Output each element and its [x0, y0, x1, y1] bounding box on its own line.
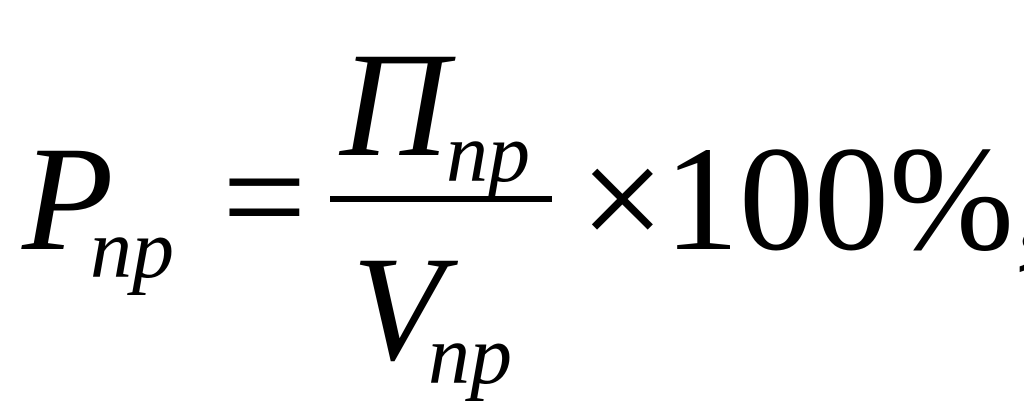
numerator-subscript: np [446, 107, 530, 200]
fraction-bar [330, 196, 552, 202]
times-sign: × [580, 116, 665, 282]
denominator-symbol: V [352, 226, 444, 392]
percent-term: 100%, [664, 116, 1024, 282]
numerator-symbol: П [340, 22, 449, 188]
lhs-symbol: P [22, 116, 114, 282]
lhs-subscript: np [90, 203, 174, 296]
equals-sign: = [222, 114, 307, 280]
denominator-subscript: np [428, 309, 512, 402]
